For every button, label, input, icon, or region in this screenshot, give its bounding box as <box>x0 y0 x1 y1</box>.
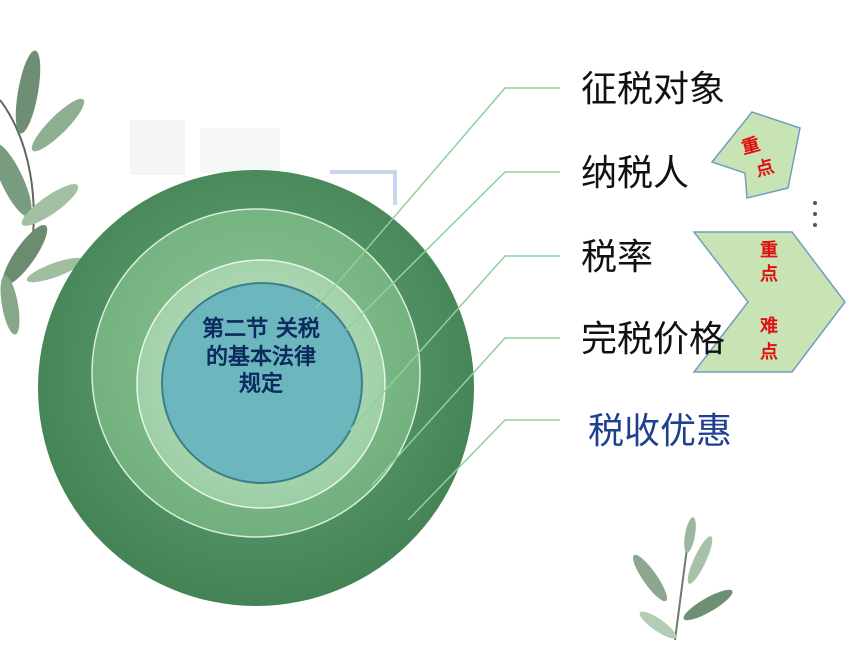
item-tax-preference: 税收优惠 <box>588 411 733 452</box>
badge-right-char-2: 点 <box>760 264 778 285</box>
badge-right-char-1: 重 <box>760 240 778 261</box>
center-title: 第二节 关税的基本法律规定 <box>202 317 320 397</box>
item-tax-rate: 税率 <box>581 237 654 278</box>
arrow-up-badge <box>710 111 801 199</box>
connector-lines <box>315 87 560 521</box>
vertical-dots-icon <box>813 201 817 227</box>
background-frame <box>130 120 397 205</box>
badge-right-char-4: 点 <box>760 342 778 363</box>
leaf-branch-left-icon <box>0 50 85 335</box>
item-tax-object: 征税对象 <box>581 69 726 110</box>
leaf-branch-bottom-icon <box>632 517 733 641</box>
item-taxpayer: 纳税人 <box>581 153 690 194</box>
ring-core <box>161 282 363 484</box>
badge-right-char-3: 难 <box>760 316 778 337</box>
arrow-right-badge <box>692 231 846 373</box>
item-dutiable-value: 完税价格 <box>581 319 726 360</box>
